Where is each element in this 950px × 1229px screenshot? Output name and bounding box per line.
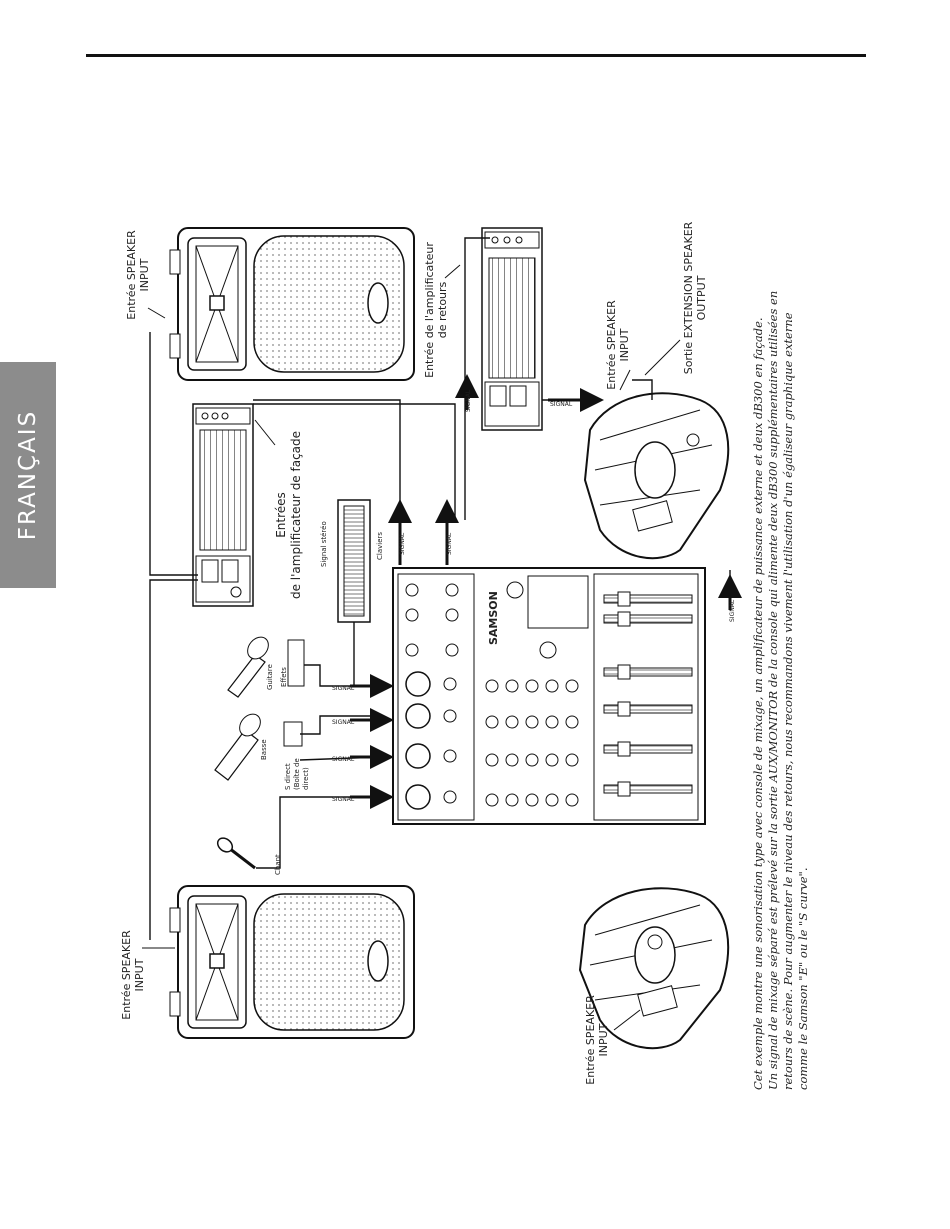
label-direct: S direct (Boîte de direct) (284, 758, 310, 790)
signal-label-1: SIGNAL (332, 796, 355, 803)
mixer-input-jacks (405, 583, 459, 810)
svg-text:INPUT: INPUT (133, 958, 146, 991)
mixer-console: SAMSON (392, 567, 706, 825)
monitor-wedge-right (583, 392, 730, 560)
svg-text:Entrées: Entrées (274, 492, 288, 538)
svg-text:S direct: S direct (284, 763, 292, 790)
label-entree-speaker-monitor-right: Entrée SPEAKER INPUT (605, 300, 631, 390)
svg-text:de l'amplificateur de façade: de l'amplificateur de façade (289, 431, 303, 599)
signal-label-7: SIGNAL (465, 389, 472, 412)
label-sortie-extension: Sortie EXTENSION SPEAKER OUTPUT (682, 221, 708, 374)
monitor-wedge-left (578, 887, 730, 1050)
svg-text:INPUT: INPUT (597, 1023, 610, 1056)
caption-line-1: Cet exemple montre une sonorisation type… (751, 317, 765, 1090)
effects-pedal-icon (287, 639, 305, 687)
caption: Cet exemple montre une sonorisation type… (751, 291, 810, 1090)
svg-text:Entrée de l'amplificateur: Entrée de l'amplificateur (423, 242, 436, 378)
main-speaker-bottom (169, 885, 415, 1039)
mixer-knobs (485, 581, 579, 807)
mixer-brand: SAMSON (487, 591, 500, 645)
caption-line-2: Un signal de mixage séparé est prélevé s… (766, 291, 780, 1090)
keyboard-icon (337, 499, 371, 623)
svg-text:Entrée SPEAKER: Entrée SPEAKER (584, 995, 597, 1085)
label-chant: Chant (274, 854, 282, 875)
caption-line-4: comme le Samson "E" ou le "S curve". (796, 868, 810, 1090)
label-guitare: Guitare (266, 664, 274, 690)
signal-label-3: SIGNAL (332, 719, 355, 726)
mixer-faders (603, 591, 693, 797)
svg-text:Sortie EXTENSION SPEAKER: Sortie EXTENSION SPEAKER (682, 221, 695, 374)
signal-label-5: SIGNAL (399, 532, 406, 555)
label-basse: Basse (260, 739, 268, 760)
label-ampli-retours: Entrée de l'amplificateur de retours (423, 242, 449, 378)
monitor-amplifier (481, 227, 543, 431)
label-entree-speaker-left: Entrée SPEAKER INPUT (120, 930, 146, 1020)
svg-text:INPUT: INPUT (618, 328, 631, 361)
svg-text:direct): direct) (302, 767, 310, 790)
signal-label-8: SIGNAL (550, 401, 573, 408)
label-effets: Effets (280, 667, 288, 687)
svg-text:OUTPUT: OUTPUT (695, 275, 708, 320)
guitar-icon (227, 636, 269, 698)
svg-text:Entrée SPEAKER: Entrée SPEAKER (125, 230, 138, 320)
front-amplifier (192, 403, 254, 607)
label-claviers: Claviers (376, 532, 384, 560)
bass-guitar-icon (214, 713, 261, 781)
top-rule (86, 54, 866, 57)
microphone-icon (216, 837, 256, 870)
label-entree-speaker-top: Entrée SPEAKER INPUT (125, 230, 151, 320)
svg-text:(Boîte de: (Boîte de (293, 758, 301, 790)
signal-label-6: SIGNAL (446, 532, 453, 555)
main-speaker-top (169, 227, 415, 381)
caption-line-3: retours de scène. Pour augmenter le nive… (781, 312, 795, 1090)
svg-text:INPUT: INPUT (138, 258, 151, 291)
svg-text:Entrée SPEAKER: Entrée SPEAKER (120, 930, 133, 1020)
label-signal-stereo: Signal stéréo (320, 521, 328, 567)
label-entree-speaker-monitor-left: Entrée SPEAKER INPUT (584, 995, 610, 1085)
language-tab[interactable]: FRANÇAIS (0, 362, 56, 588)
svg-text:Entrée SPEAKER: Entrée SPEAKER (605, 300, 618, 390)
signal-arrows (350, 374, 742, 809)
signal-label-9: SIGNAL (729, 599, 736, 622)
signal-label-4: SIGNAL (332, 685, 355, 692)
svg-text:de retours: de retours (436, 281, 449, 338)
signal-label-2: SIGNAL (332, 756, 355, 763)
direct-box-icon (283, 721, 303, 747)
label-ampli-facade: Entrées de l'amplificateur de façade (274, 431, 303, 599)
